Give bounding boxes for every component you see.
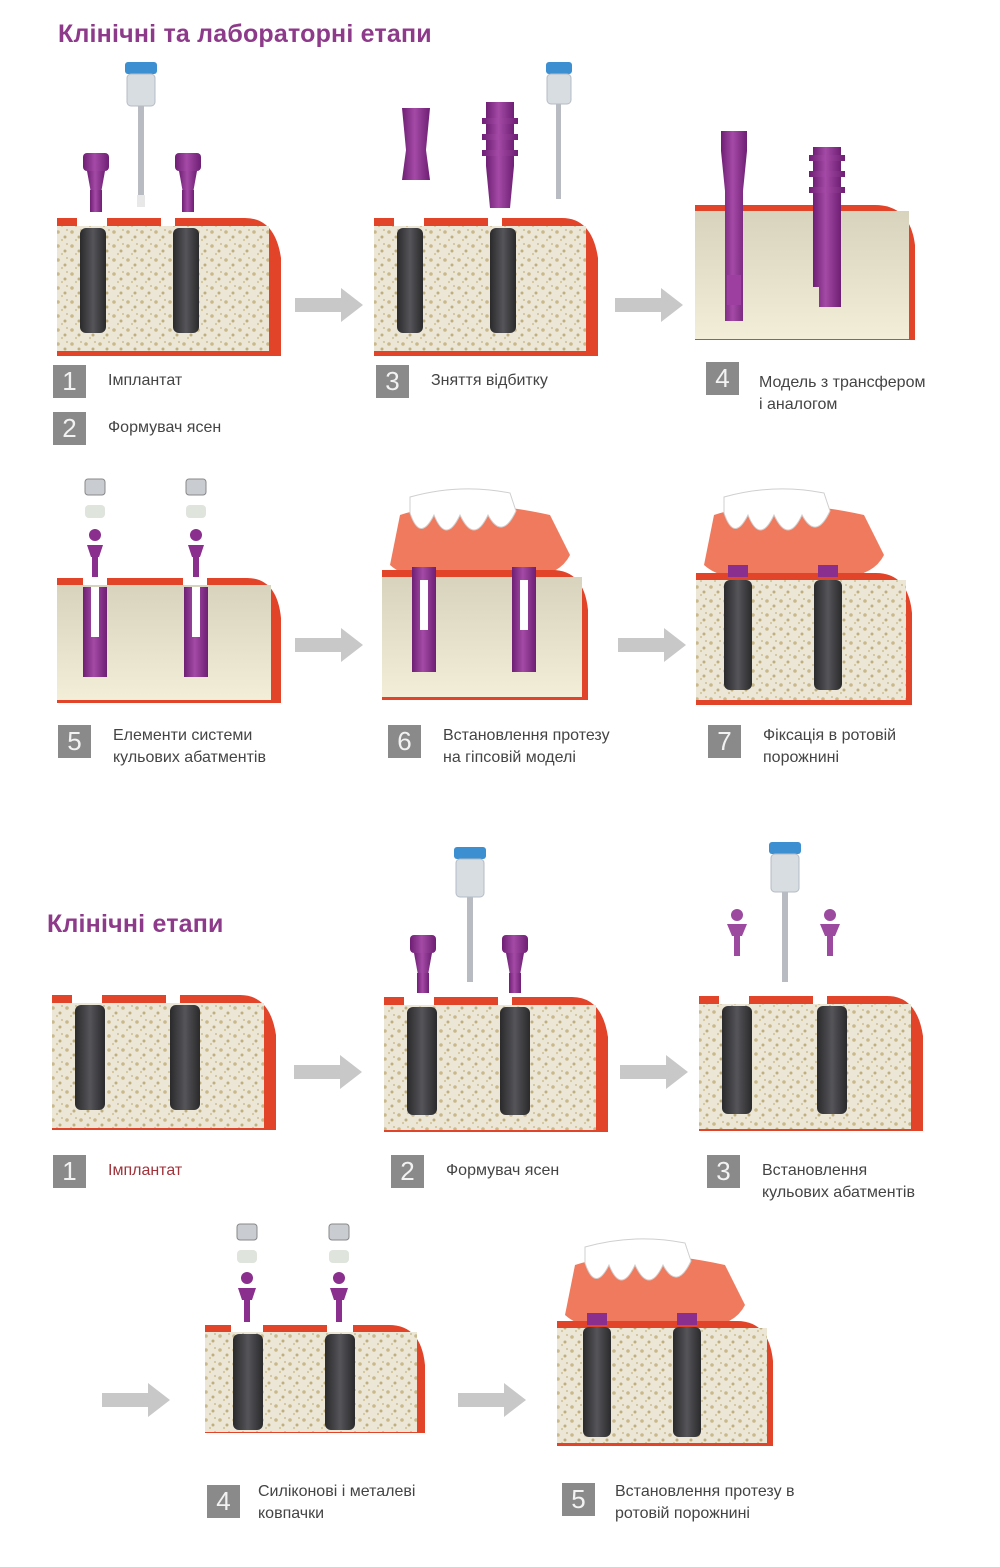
step-label: 1 Імплантат: [53, 365, 182, 398]
step-number-badge: 1: [53, 1155, 86, 1188]
ball-abutment-icon: [587, 1313, 607, 1325]
step-label: 3 Зняття відбитку: [376, 365, 548, 398]
arrow-right-icon: [618, 628, 686, 662]
denture-icon: [565, 1238, 745, 1330]
step-label: 3 Встановлення кульових абатментів: [707, 1155, 915, 1204]
figure-healing-cap: [382, 845, 612, 1135]
step-text: Елементи системи кульових абатментів: [113, 727, 266, 766]
step-number-badge: 2: [53, 412, 86, 445]
step-text: Встановлення протезу на гіпсовій моделі: [443, 727, 610, 766]
figure-ball-abutment-install: [697, 840, 927, 1135]
step-text: Встановлення кульових абатментів: [762, 1162, 915, 1201]
ball-abutment-icon: [87, 529, 204, 577]
implant-icon: [500, 1007, 530, 1115]
step-label: 2 Формувач ясен: [391, 1155, 559, 1188]
step-label: 5 Встановлення протезу в ротовій порожни…: [562, 1483, 795, 1525]
step-text: Силіконові і металеві ковпачки: [258, 1483, 416, 1522]
step-number-badge: 2: [391, 1155, 424, 1188]
figure-denture-on-plaster-model: [380, 485, 605, 705]
implant-icon: [673, 1327, 701, 1437]
implant-icon: [325, 1334, 355, 1430]
step-text: Зняття відбитку: [431, 372, 548, 389]
healing-cap-icon: [83, 153, 201, 212]
metal-cap-icon: [84, 478, 207, 496]
step-number-badge: 1: [53, 365, 86, 398]
implant-icon: [170, 1005, 200, 1110]
section-title-clinical: Клінічні етапи: [47, 910, 224, 938]
step-number-badge: 4: [706, 362, 739, 395]
figure-implant-healing-cap: [55, 60, 285, 356]
figure-impression: [372, 60, 602, 356]
healing-cap-icon: [410, 935, 528, 993]
figure-silicone-metal-caps: [203, 1220, 433, 1435]
silicone-cap-icon: [237, 1250, 349, 1263]
denture-icon: [390, 488, 570, 580]
implant-icon: [407, 1007, 437, 1115]
step-label: 2 Формувач ясен: [53, 412, 221, 445]
step-number-badge: 3: [376, 365, 409, 398]
step-number-badge: 7: [708, 725, 741, 758]
step-label: 1 Імплантат: [53, 1155, 182, 1188]
ball-abutment-icon: [727, 909, 840, 956]
step-number-badge: 6: [388, 725, 421, 758]
figure-denture-fixed-in-mouth: [694, 485, 919, 710]
step-label: 6 Встановлення протезу на гіпсовій модел…: [388, 725, 610, 769]
step-label: 4 Силіконові і металеві ковпачки: [207, 1483, 415, 1525]
figure-ball-abutment-elements: [55, 475, 281, 705]
arrow-right-icon: [295, 628, 363, 662]
section-title-clinical-lab: Клінічні та лабораторні етапи: [58, 20, 432, 48]
figure-model-transfer-analog: [695, 125, 920, 345]
screwdriver-icon: [125, 62, 157, 207]
step-text: Фіксація в ротовій порожнині: [763, 727, 897, 766]
step-label: 5 Елементи системи кульових абатментів: [58, 725, 266, 769]
implant-icon: [817, 1006, 847, 1114]
screwdriver-icon: [546, 62, 572, 199]
step-text: Встановлення протезу в ротовій порожнині: [615, 1483, 795, 1522]
silicone-cap-icon: [85, 505, 206, 518]
ball-abutment-icon: [818, 565, 838, 577]
denture-icon: [704, 488, 884, 580]
arrow-right-icon: [615, 288, 683, 322]
step-text: Формувач ясен: [108, 419, 222, 436]
implant-icon: [722, 1006, 752, 1114]
arrow-right-icon: [295, 288, 363, 322]
implant-icon: [75, 1005, 105, 1110]
step-number-badge: 5: [58, 725, 91, 758]
step-number-badge: 4: [207, 1485, 240, 1518]
ball-abutment-icon: [728, 565, 748, 577]
step-text: Імплантат: [108, 372, 183, 389]
implant-icon: [724, 580, 752, 690]
analog-icon: [83, 587, 208, 677]
ball-abutment-icon: [677, 1313, 697, 1325]
implant-icon: [233, 1334, 263, 1430]
step-text: Модель з трансфером і аналогом: [759, 374, 926, 413]
arrow-right-icon: [458, 1383, 526, 1417]
implant-icon: [583, 1327, 611, 1437]
arrow-right-icon: [620, 1055, 688, 1089]
metal-cap-icon: [236, 1223, 350, 1241]
step-label: 4 Модель з трансфером і аналогом: [706, 362, 925, 416]
impression-coping-icon: [402, 102, 518, 208]
screwdriver-icon: [454, 847, 486, 982]
step-label: 7 Фіксація в ротовій порожнині: [708, 725, 896, 769]
figure-denture-installed: [555, 1235, 785, 1455]
ball-abutment-icon: [238, 1272, 348, 1322]
step-number-badge: 5: [562, 1483, 595, 1516]
figure-implant: [50, 990, 280, 1135]
implant-icon: [814, 580, 842, 690]
arrow-right-icon: [294, 1055, 362, 1089]
step-text: Формувач ясен: [446, 1162, 560, 1179]
bone-block-icon: [374, 218, 598, 356]
step-number-badge: 3: [707, 1155, 740, 1188]
arrow-right-icon: [102, 1383, 170, 1417]
analog-icon: [412, 567, 536, 672]
step-text: Імплантат: [108, 1162, 183, 1179]
transfer-analog-icon: [721, 131, 845, 321]
bone-block-icon: [57, 218, 281, 356]
screwdriver-icon: [769, 842, 801, 982]
